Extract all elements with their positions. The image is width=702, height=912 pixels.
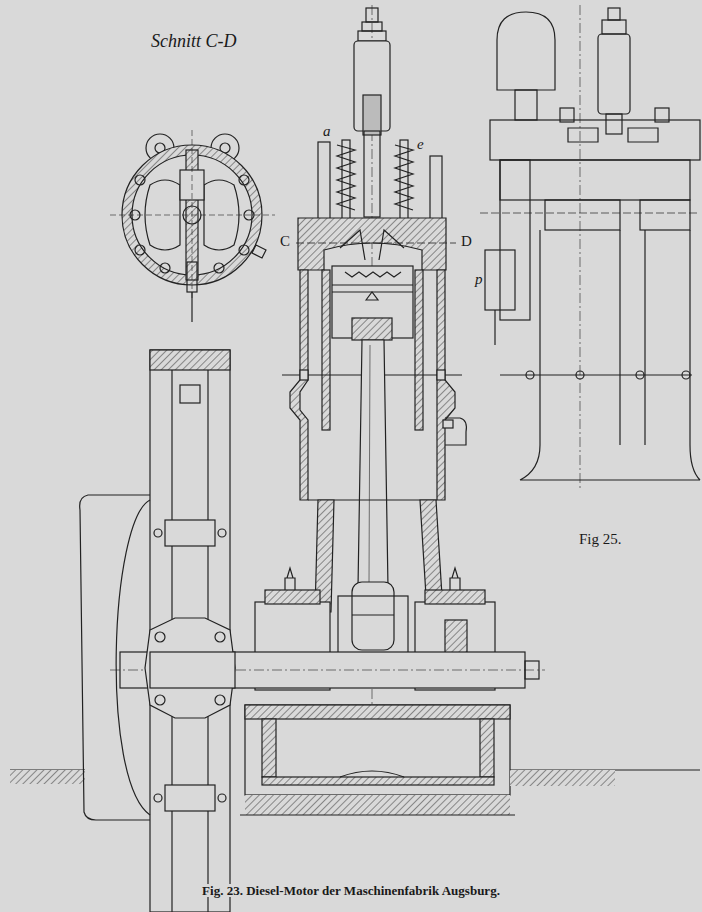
part-letter: a xyxy=(322,124,332,139)
part-letter: p xyxy=(474,272,484,287)
figure-number: Fig 25. xyxy=(578,532,623,547)
section-letter: C xyxy=(279,234,291,249)
engine-section xyxy=(10,5,700,912)
section-letter: D xyxy=(460,234,473,249)
section-view xyxy=(110,130,275,322)
section-title: Schnitt C-D xyxy=(150,32,238,50)
part-letter: e xyxy=(416,137,425,152)
figure-caption: Fig. 23. Diesel-Motor der Maschinenfabri… xyxy=(201,884,501,897)
side-view xyxy=(480,5,700,490)
